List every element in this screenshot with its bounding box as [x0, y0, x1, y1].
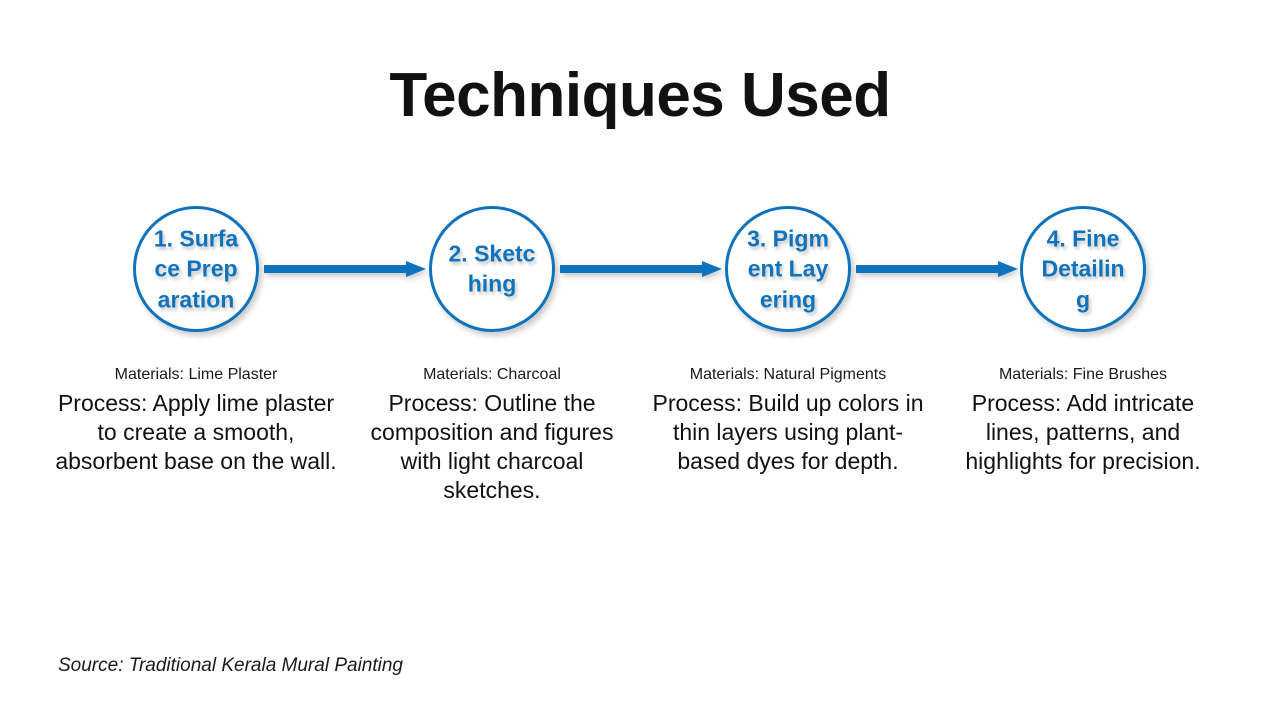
flow-captions: Materials: Lime Plaster Process: Apply l… [0, 364, 1280, 514]
flow-node-1-label: 1. Surface Preparation [153, 225, 239, 313]
flow-caption-1: Materials: Lime Plaster Process: Apply l… [55, 364, 337, 476]
flow-node-1[interactable]: 1. Surface Preparation [133, 206, 259, 332]
flow-caption-3-materials: Materials: Natural Pigments [689, 366, 887, 383]
flow-caption-4: Materials: Fine Brushes Process: Add int… [942, 364, 1224, 476]
flow-node-3[interactable]: 3. Pigment Layering [725, 206, 851, 332]
flow-caption-2-process: Process: Outline the composition and fig… [370, 389, 614, 503]
flow-node-3-label: 3. Pigment Layering [747, 225, 829, 313]
flow-caption-3-process: Process: Build up colors in thin layers … [652, 389, 924, 474]
flow-caption-2-materials: Materials: Charcoal [423, 366, 561, 383]
flow-caption-3: Materials: Natural Pigments Process: Bui… [647, 364, 929, 476]
flow-arrow-3-to-4 [856, 261, 1018, 277]
flow-node-2[interactable]: 2. Sketching [429, 206, 555, 332]
flow-caption-4-materials: Materials: Fine Brushes [998, 366, 1168, 383]
source-note: Source: Traditional Kerala Mural Paintin… [58, 655, 403, 676]
flow-caption-1-process: Process: Apply lime plaster to create a … [55, 389, 337, 474]
flow-node-2-label: 2. Sketching [448, 240, 536, 297]
flow-caption-1-materials: Materials: Lime Plaster [114, 366, 278, 383]
process-flow-diagram: 1. Surface Preparation 2. Sketching 3. P… [0, 206, 1280, 336]
flow-arrow-2-to-3 [560, 261, 722, 277]
flow-caption-2: Materials: Charcoal Process: Outline the… [351, 364, 633, 504]
flow-node-4-label: 4. Fine Detailing [1041, 225, 1125, 313]
page-title: Techniques Used [389, 61, 891, 130]
flow-caption-4-process: Process: Add intricate lines, patterns, … [965, 389, 1201, 474]
flow-node-4[interactable]: 4. Fine Detailing [1020, 206, 1146, 332]
flow-arrow-1-to-2 [264, 261, 426, 277]
